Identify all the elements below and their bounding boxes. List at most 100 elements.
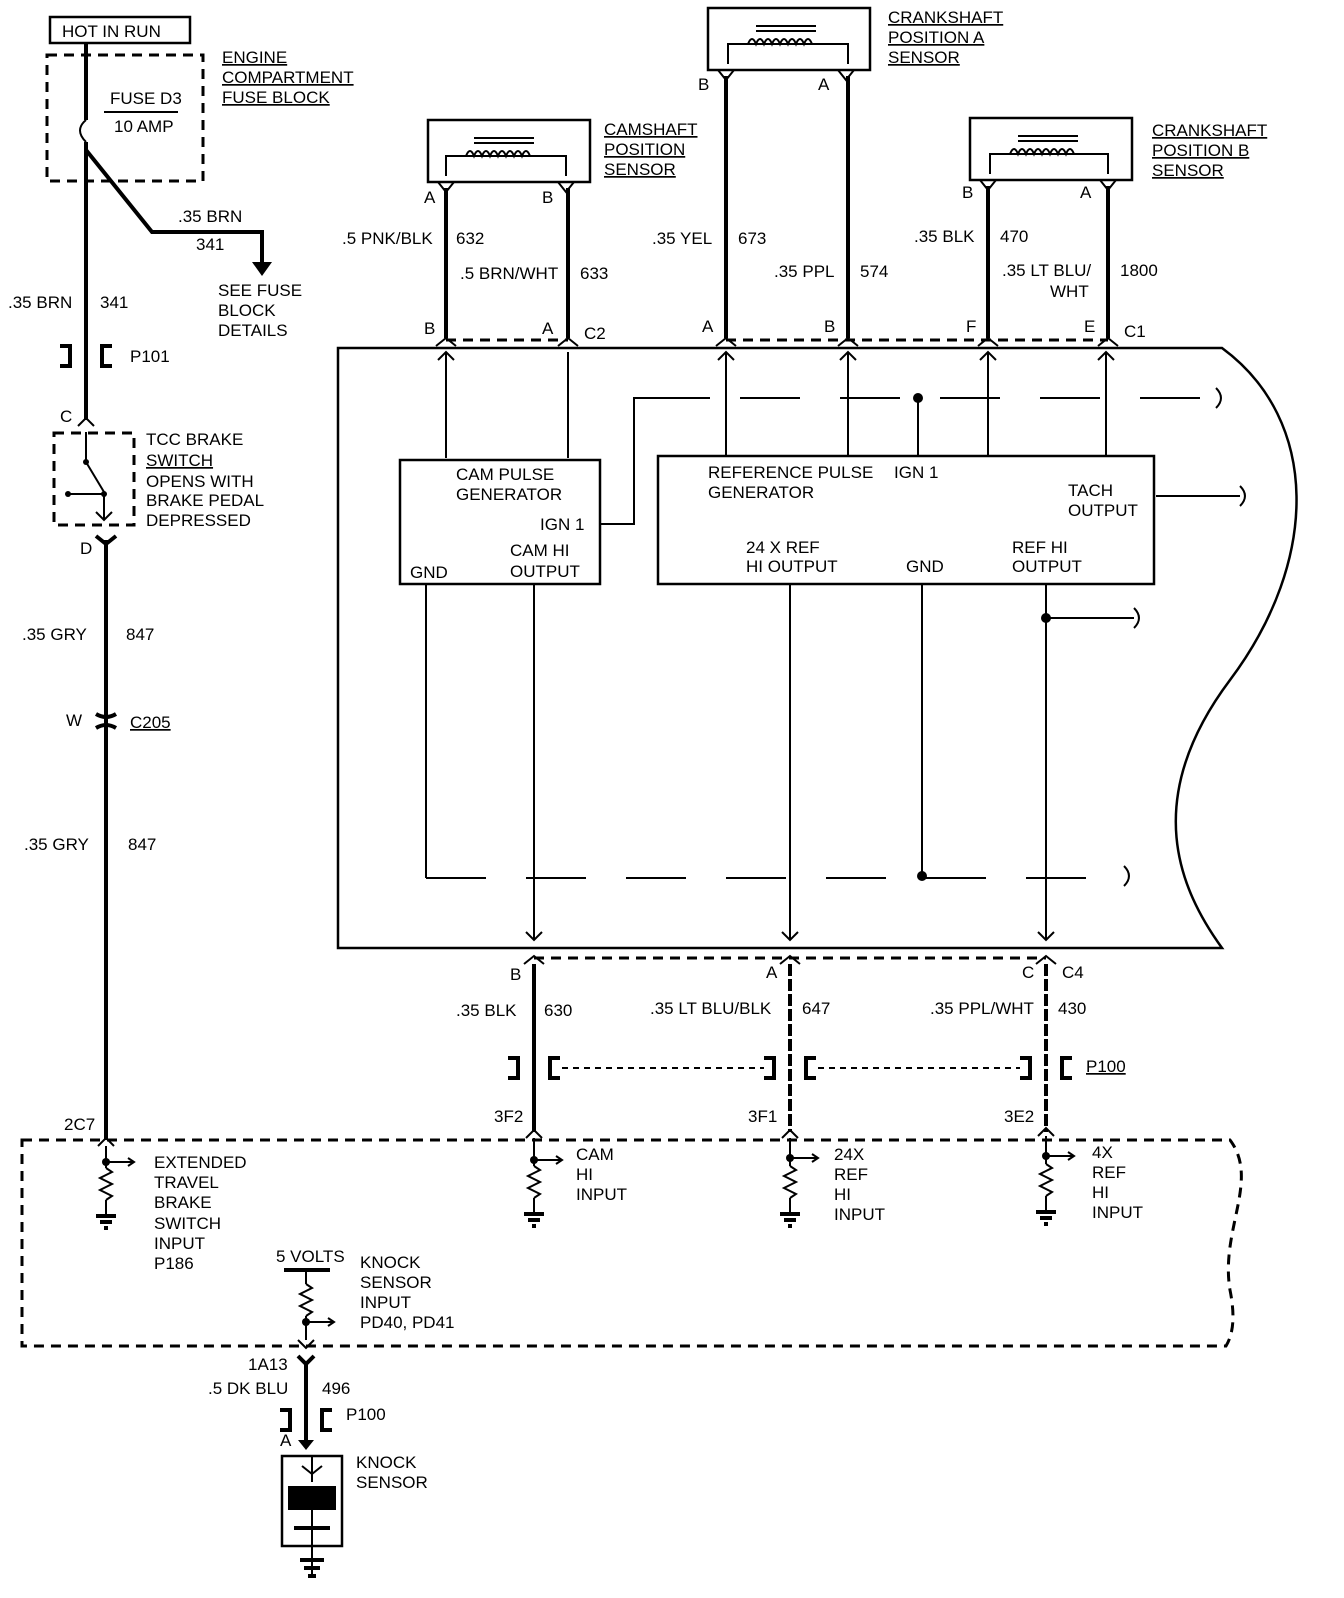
- cam-gen-gnd: GND: [410, 563, 448, 582]
- pin-3e2: 3E2: [1004, 1107, 1034, 1126]
- see-fuse-3: DETAILS: [218, 321, 288, 340]
- c1-pin-b: B: [824, 317, 835, 336]
- c1-label: C1: [1124, 322, 1146, 341]
- cam-gen-1: CAM PULSE: [456, 465, 554, 484]
- ref4-input-2: REF: [1092, 1163, 1126, 1182]
- crank-b-title-1: CRANKSHAFT: [1152, 121, 1267, 140]
- hot-in-run-label: HOT IN RUN: [62, 22, 161, 41]
- ref4-input-3: HI: [1092, 1183, 1109, 1202]
- ref-gen-1: REFERENCE PULSE: [708, 463, 873, 482]
- camshaft-title-3: SENSOR: [604, 160, 676, 179]
- ref24-1: 24 X REF: [746, 538, 820, 557]
- hot-in-run-box: [48, 15, 192, 45]
- pin-w: W: [66, 711, 82, 730]
- etb-5: INPUT: [154, 1234, 205, 1253]
- c4-label: C4: [1062, 963, 1084, 982]
- crank-b-title-3: SENSOR: [1152, 161, 1224, 180]
- crank-b-pin-b: B: [962, 183, 973, 202]
- reference-pulse-generator: [656, 454, 1156, 586]
- tcc-switch-2: SWITCH: [146, 451, 213, 470]
- w632: 632: [456, 229, 484, 248]
- ign-bus-splice: [913, 393, 923, 403]
- cam-input-3: INPUT: [576, 1185, 627, 1204]
- fuse-block-outline: [45, 53, 205, 183]
- ref24-2: HI OUTPUT: [746, 557, 838, 576]
- refhi-2: OUTPUT: [1012, 557, 1082, 576]
- crank-b-title-2: POSITION B: [1152, 141, 1249, 160]
- tcc-switch-4: BRAKE PEDAL: [146, 491, 264, 510]
- ref4-input-4: INPUT: [1092, 1203, 1143, 1222]
- p100-top: P100: [1086, 1057, 1126, 1076]
- fuse-block-title-1: ENGINE: [222, 48, 287, 67]
- fuse-amp-label: 10 AMP: [114, 117, 174, 136]
- w1800-size-2: WHT: [1050, 282, 1089, 301]
- pin-3f1: 3F1: [748, 1107, 777, 1126]
- w647-size: .35 LT BLU/BLK: [650, 999, 772, 1018]
- pin-2c7: 2C7: [64, 1115, 95, 1134]
- cam-gen-hi-1: CAM HI: [510, 541, 570, 560]
- left-brn-circuit: 341: [100, 293, 128, 312]
- etb-3: BRAKE: [154, 1193, 212, 1212]
- crank-a-sensor-box: [706, 6, 872, 72]
- etb-input-circuit: [96, 1136, 136, 1230]
- pin-c: C: [60, 407, 72, 426]
- pin-d: D: [80, 539, 92, 558]
- c1-pin-a: A: [702, 317, 714, 336]
- ref24-input-2: REF: [834, 1165, 868, 1184]
- tcc-switch-5: DEPRESSED: [146, 511, 251, 530]
- etb-2: TRAVEL: [154, 1173, 219, 1192]
- w673: 673: [738, 229, 766, 248]
- see-fuse-1: SEE FUSE: [218, 281, 302, 300]
- c4-pin-c: C: [1022, 963, 1034, 982]
- ks-input-4: PD40, PD41: [360, 1313, 455, 1332]
- camshaft-title-1: CAMSHAFT: [604, 120, 698, 139]
- cam-input-1: CAM: [576, 1145, 614, 1164]
- knock-circuit: 496: [322, 1379, 350, 1398]
- knock-sensor-1: KNOCK: [356, 1453, 417, 1472]
- crank-a-pin-b: B: [698, 75, 709, 94]
- gry-size-1: .35 GRY: [22, 625, 87, 644]
- gnd-bus-splice: [917, 871, 927, 881]
- gry-circuit-2: 847: [128, 835, 156, 854]
- crank-a-title-3: SENSOR: [888, 48, 960, 67]
- w574-size: .35 PPL: [774, 262, 835, 281]
- etb-1: EXTENDED: [154, 1153, 247, 1172]
- w647: 647: [802, 999, 830, 1018]
- cam-gen-2: GENERATOR: [456, 485, 562, 504]
- gry-size-2: .35 GRY: [24, 835, 89, 854]
- ref-gen-ign: IGN 1: [894, 463, 938, 482]
- ref4-input-1: 4X: [1092, 1143, 1113, 1162]
- tach-1: TACH: [1068, 481, 1113, 500]
- etb-6: P186: [154, 1254, 194, 1273]
- p100-bottom: P100: [346, 1405, 386, 1424]
- knock-pin-a: A: [280, 1431, 292, 1450]
- w574: 574: [860, 262, 888, 281]
- c205-label: C205: [130, 713, 171, 732]
- c2-label: C2: [584, 324, 606, 343]
- left-brn-size: .35 BRN: [8, 293, 72, 312]
- c2-pin-b: B: [424, 319, 435, 338]
- tach-2: OUTPUT: [1068, 501, 1138, 520]
- cam-gen-ign: IGN 1: [540, 515, 584, 534]
- ref4-input-circuit: [1036, 1126, 1076, 1226]
- tcc-switch-3: OPENS WITH: [146, 472, 254, 491]
- c1-pin-e: E: [1084, 317, 1095, 336]
- fuse-label: FUSE D3: [110, 89, 182, 108]
- ks-input-1: KNOCK: [360, 1253, 421, 1272]
- knock-sensor-element: [288, 1486, 336, 1510]
- ref-gen-gnd: GND: [906, 557, 944, 576]
- ks-input-3: INPUT: [360, 1293, 411, 1312]
- branch-size: .35 BRN: [178, 207, 242, 226]
- crank-a-title-2: POSITION A: [888, 28, 985, 47]
- knock-sensor-2: SENSOR: [356, 1473, 428, 1492]
- cam-pin-b: B: [542, 188, 553, 207]
- c1-pin-f: F: [966, 317, 976, 336]
- w1800-size-1: .35 LT BLU/: [1002, 261, 1091, 280]
- camshaft-title-2: POSITION: [604, 140, 685, 159]
- tcc-switch-outline: [52, 431, 136, 527]
- fuse-block-title-3: FUSE BLOCK: [222, 88, 330, 107]
- w630: 630: [544, 1001, 572, 1020]
- tcc-switch-1: TCC BRAKE: [146, 430, 243, 449]
- cam-gen-hi-2: OUTPUT: [510, 562, 580, 581]
